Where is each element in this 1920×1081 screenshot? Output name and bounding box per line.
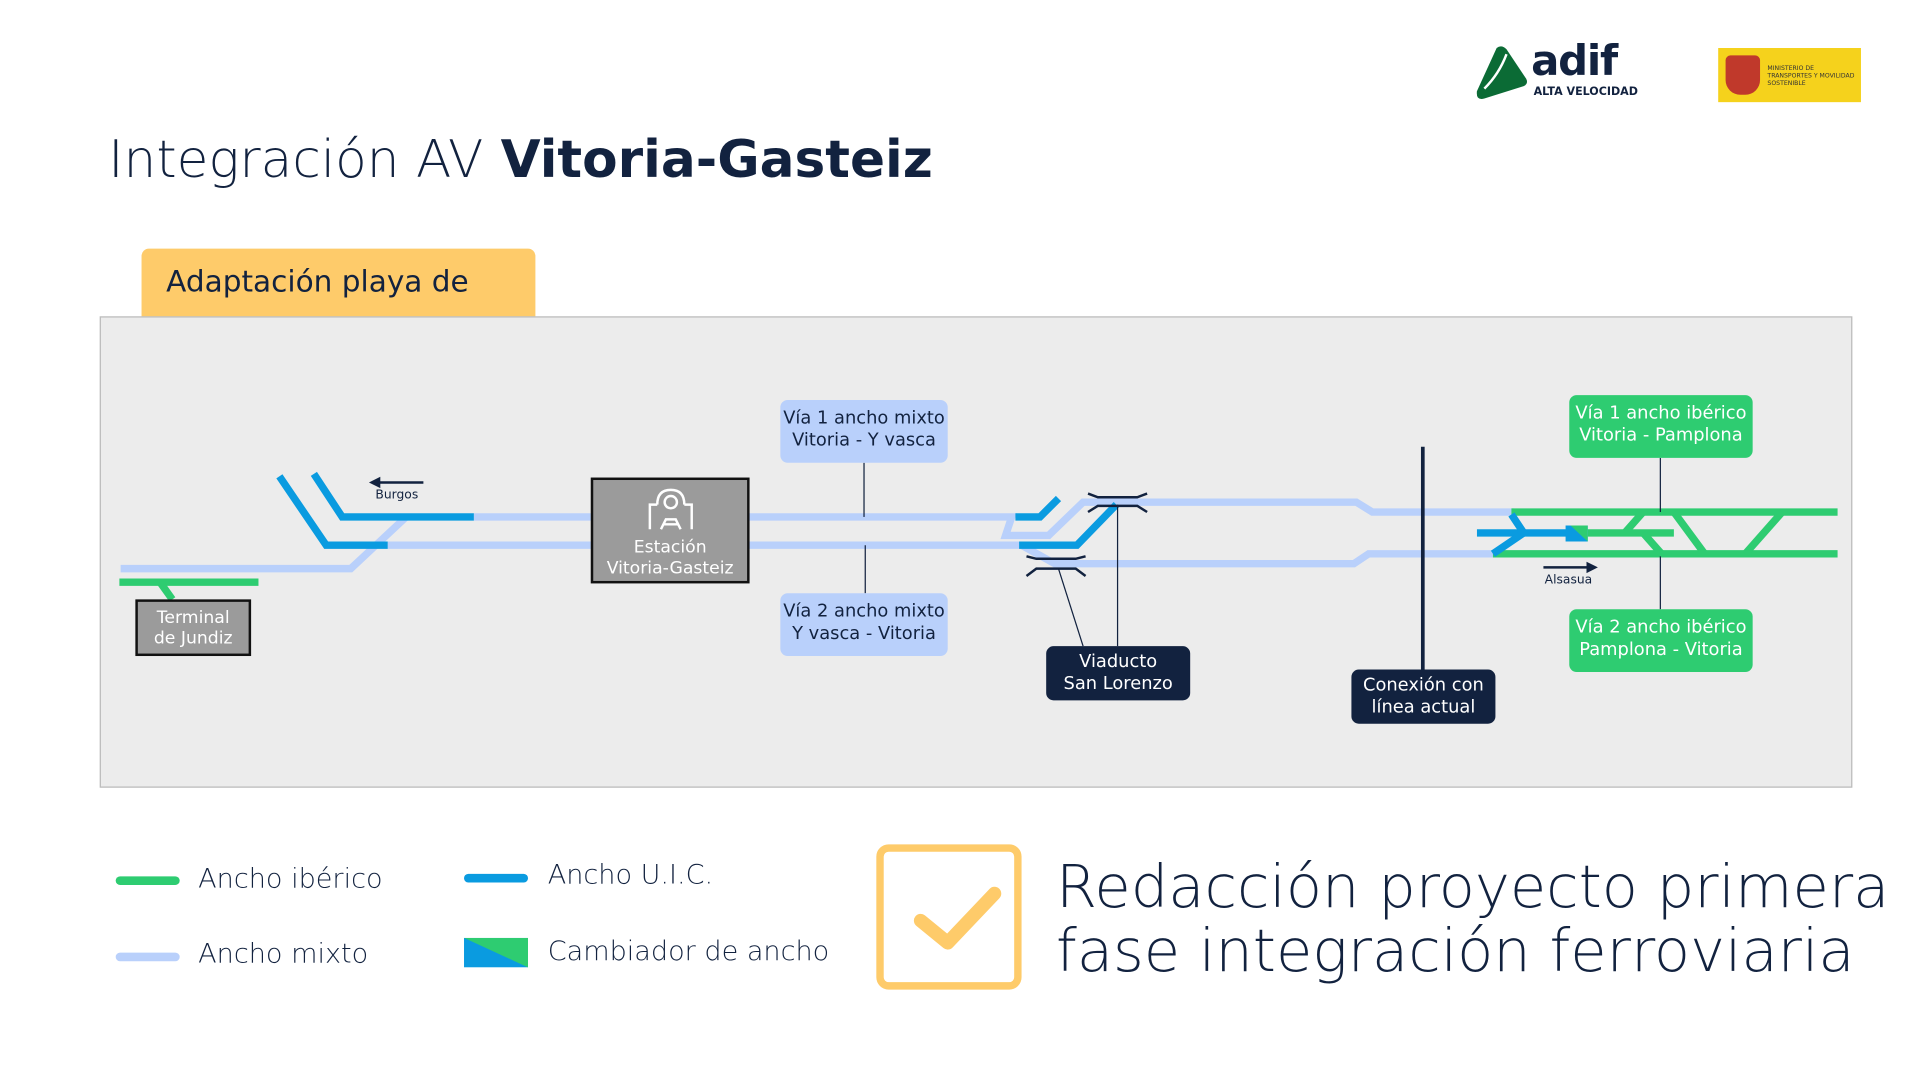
uic-gauge-tracks bbox=[276, 471, 1570, 557]
legend-swatch-mixto bbox=[115, 952, 180, 962]
label-line: Vía 1 ancho mixto bbox=[783, 408, 945, 429]
mixed-gauge-tracks bbox=[120, 498, 1514, 573]
checkmark-icon bbox=[913, 886, 1002, 950]
terminal-jundiz-box: Terminal de Jundiz bbox=[135, 599, 252, 657]
title-bold: Vitoria-Gasteiz bbox=[500, 129, 933, 190]
terminal-line-1: Terminal bbox=[156, 608, 230, 628]
ministry-logo: MINISTERIO DE TRANSPORTES Y MOVILIDAD SO… bbox=[1718, 48, 1861, 103]
section-tab: Adaptación playa de vías bbox=[141, 248, 536, 366]
arrow-right-icon bbox=[1543, 561, 1598, 574]
label-line: Vitoria - Y vasca bbox=[792, 430, 936, 451]
label-line: Vía 1 ancho ibérico bbox=[1575, 403, 1747, 424]
leader-lines bbox=[863, 457, 1661, 647]
gauge-changer-icon bbox=[1565, 525, 1588, 542]
label-line: Viaducto bbox=[1079, 652, 1158, 673]
adif-logo-name: adif bbox=[1531, 36, 1618, 87]
title-light: Integración AV bbox=[108, 129, 484, 190]
checkbox-done bbox=[876, 844, 1022, 990]
label-line: Pamplona - Vitoria bbox=[1579, 640, 1743, 660]
gauge-changer-legend-icon bbox=[464, 937, 529, 968]
status-line-2: fase integración ferroviaria bbox=[1056, 916, 1855, 986]
legend-uic: Ancho U.I.C. bbox=[547, 860, 714, 892]
alsasua-label: Alsasua bbox=[1544, 573, 1593, 588]
label-line: Vía 2 ancho mixto bbox=[783, 601, 945, 622]
label-line: Conexión con bbox=[1362, 675, 1484, 696]
page-title: Integración AV Vitoria-Gasteiz bbox=[108, 129, 933, 189]
iberian-gauge-tracks bbox=[119, 508, 1838, 602]
legend-iberico: Ancho ibérico bbox=[198, 864, 383, 895]
status-line-1: Redacción proyecto primera bbox=[1056, 852, 1890, 922]
legend-mixto: Ancho mixto bbox=[198, 939, 369, 970]
legend-cambiador: Cambiador de ancho bbox=[547, 936, 830, 968]
status-text: Redacción proyecto primera fase integrac… bbox=[1056, 855, 1889, 983]
legend-swatch-uic bbox=[464, 873, 529, 883]
arrow-left-icon bbox=[368, 476, 424, 489]
label-line: Vitoria - Pamplona bbox=[1579, 425, 1743, 446]
ministry-logo-text: MINISTERIO DE TRANSPORTES Y MOVILIDAD SO… bbox=[1767, 65, 1855, 88]
station-line-1: Estación bbox=[633, 537, 707, 558]
adif-logo: adif ALTA VELOCIDAD bbox=[1474, 37, 1646, 103]
label-line: Vía 2 ancho ibérico bbox=[1575, 617, 1747, 638]
label-line: San Lorenzo bbox=[1063, 674, 1173, 695]
coat-of-arms-icon bbox=[1725, 55, 1761, 95]
adif-logo-subtitle: ALTA VELOCIDAD bbox=[1533, 86, 1638, 99]
label-line: Y vasca - Vitoria bbox=[792, 624, 936, 644]
legend-swatch-iberico bbox=[115, 876, 180, 885]
burgos-label: Burgos bbox=[375, 488, 419, 503]
station-box: Estación Vitoria-Gasteiz bbox=[590, 477, 750, 584]
station-line-2: Vitoria-Gasteiz bbox=[606, 558, 734, 579]
adif-logo-mark-icon bbox=[1476, 46, 1528, 99]
train-station-icon bbox=[648, 488, 693, 530]
terminal-line-2: de Jundiz bbox=[153, 628, 233, 649]
label-line: línea actual bbox=[1371, 697, 1476, 718]
